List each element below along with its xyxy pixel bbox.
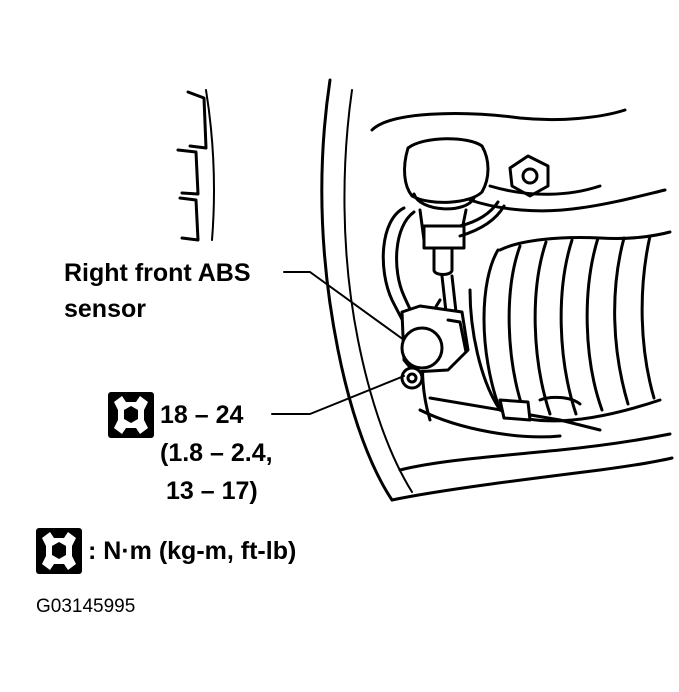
leader-lines	[271, 271, 405, 415]
sensor-label-line2: sensor	[64, 295, 146, 323]
lower-control-arm	[390, 395, 674, 502]
sensor-bolt	[400, 366, 424, 390]
sensor-label-line1: Right front ABS	[64, 259, 251, 287]
brake-rotor	[320, 78, 413, 502]
torque-value-line2: (1.8 – 2.4,	[160, 439, 273, 467]
legend-wrench-icon	[36, 528, 82, 574]
legend-units: : N·m (kg-m, ft-lb)	[88, 537, 297, 565]
drive-shaft-boot	[468, 230, 672, 423]
torque-wrench-icon	[108, 392, 154, 438]
ball-joint-boot	[370, 108, 627, 276]
hex-nut	[508, 154, 550, 198]
tire-tread	[176, 89, 215, 242]
torque-value-line3: 13 – 17)	[166, 477, 258, 505]
abs-sensor-body	[400, 304, 470, 374]
steering-knuckle	[421, 184, 667, 422]
torque-value-line1: 18 – 24	[160, 401, 244, 429]
figure-code: G03145995	[36, 596, 136, 617]
